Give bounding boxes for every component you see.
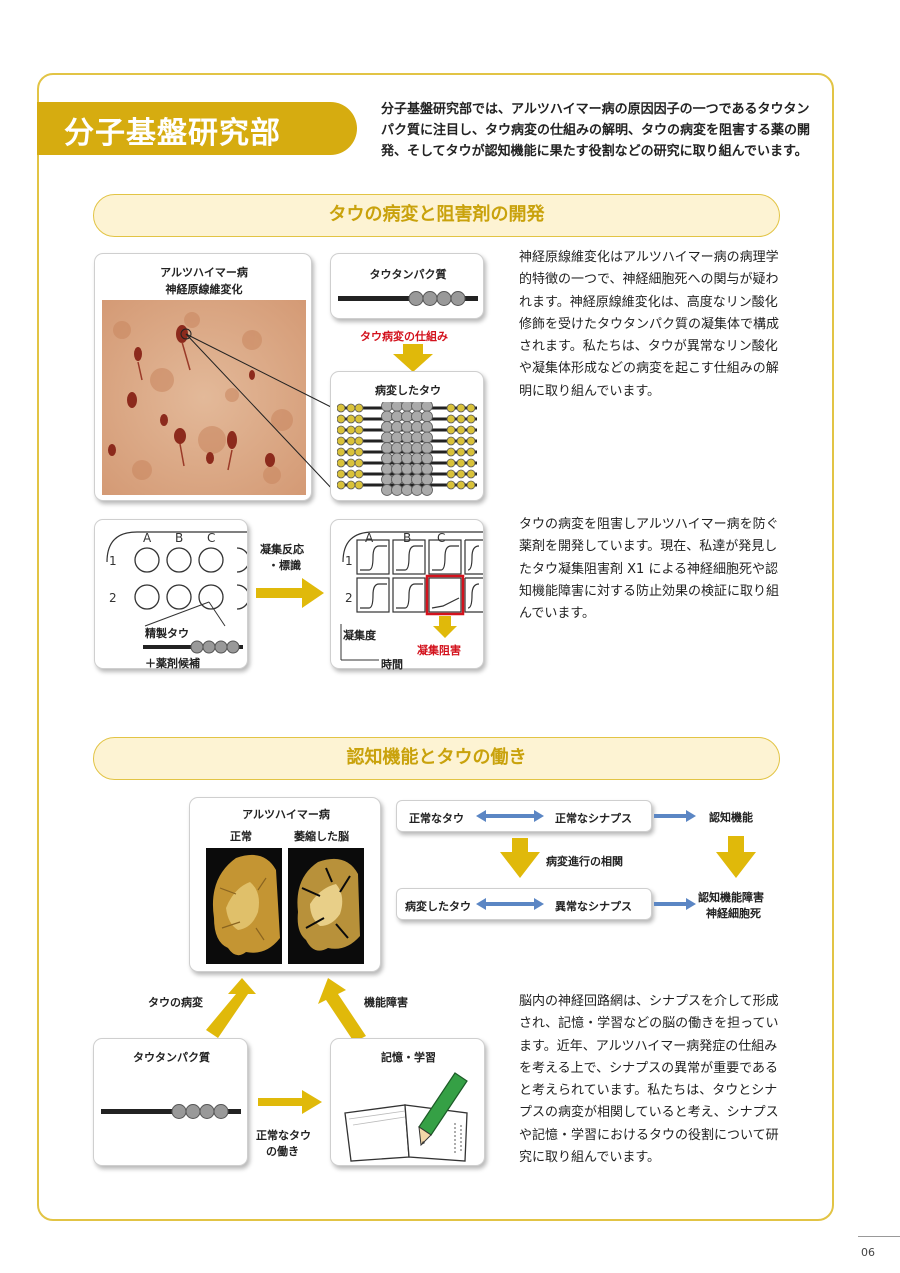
inhibition-label: 凝集阻害 — [417, 644, 461, 657]
purified-tau-label: 精製タウ — [145, 627, 189, 640]
nft-title-line2: 神経原線維変化 — [165, 283, 243, 296]
department-banner — [37, 102, 357, 155]
diseased-tau-label: 病変したタウ — [405, 900, 471, 913]
nft-title-line1: アルツハイマー病 — [160, 266, 248, 279]
memory-card: 記憶・学習 — [330, 1038, 485, 1166]
nft-micrograph — [102, 300, 306, 495]
diseased-tau-card: 病変したタウ — [330, 371, 484, 501]
brain-card: アルツハイマー病 正常 萎縮した脳 — [189, 797, 381, 972]
tau-protein-card: タウタンパク質 — [330, 253, 484, 319]
plate-col-c: C — [207, 531, 215, 545]
section2-para: 脳内の神経回路網は、シナプスを介して形成され、記憶・学習などの脳の働きを担ってい… — [519, 994, 779, 1166]
result-row-2: 2 — [345, 591, 353, 605]
normal-function-line1: 正常なタウ — [256, 1129, 311, 1142]
plate-col-b: B — [175, 531, 183, 545]
department-title: 分子基盤研究部 — [64, 116, 281, 151]
x-axis-label: 時間 — [381, 658, 403, 671]
right-arrow-icon — [256, 578, 324, 608]
normal-function-line2: の働き — [266, 1145, 299, 1158]
double-arrow-icon — [476, 810, 696, 910]
normal-tau-label: 正常なタウ — [409, 812, 464, 825]
aggregation-results-diagram: A B C 1 2 — [340, 531, 483, 661]
page-number: 06 — [861, 1246, 875, 1259]
book-pencil-icon — [344, 1072, 468, 1162]
tau-aggregate-diagram — [337, 402, 477, 496]
section1-heading: タウの病変と阻害剤の開発 — [93, 194, 780, 237]
diseased-tau-title: 病変したタウ — [375, 384, 441, 397]
plate-row-1: 1 — [109, 554, 117, 568]
plate-col-a: A — [143, 531, 152, 545]
plate-row-2: 2 — [109, 591, 117, 605]
page-number-rule — [858, 1236, 900, 1237]
result-col-c: C — [437, 531, 445, 545]
department-intro: 分子基盤研究部では、アルツハイマー病の原因因子の一つであるタウタンパク質に注目し… — [381, 102, 811, 159]
result-col-b: B — [403, 531, 411, 545]
brain-card-title: アルツハイマー病 — [242, 808, 330, 821]
tau-protein-card-2: タウタンパク質 — [93, 1038, 248, 1166]
reaction-label-line2: ・標識 — [268, 559, 301, 572]
tau-protein-title-2: タウタンパク質 — [133, 1051, 210, 1064]
tau-protein-title: タウタンパク質 — [369, 268, 447, 281]
well-plate-diagram: A B C 1 2 — [106, 531, 247, 654]
impairment-label-line1: 認知機能障害 — [698, 891, 764, 904]
down-arrow-icon — [393, 344, 433, 372]
reaction-label-line1: 凝集反応 — [260, 543, 304, 556]
dysfunction-label: 機能障害 — [364, 996, 408, 1009]
tau-protein-diagram-2 — [101, 1104, 241, 1119]
result-row-1: 1 — [345, 554, 353, 568]
normal-synapse-label: 正常なシナプス — [555, 812, 632, 825]
normal-brain-label: 正常 — [230, 830, 252, 843]
cognitive-function-label: 認知機能 — [709, 811, 753, 824]
result-col-a: A — [365, 531, 374, 545]
brain-sections-image — [206, 848, 364, 964]
drug-candidate-label: ＋薬剤候補 — [145, 657, 200, 670]
impairment-label-line2: 神経細胞死 — [706, 907, 761, 920]
section2-heading: 認知機能とタウの働き — [93, 737, 780, 780]
section1-para2: タウの病変を阻害しアルツハイマー病を防ぐ薬剤を開発しています。現在、私達が発見し… — [519, 517, 780, 622]
atrophied-brain-label: 萎縮した脳 — [294, 830, 349, 843]
memory-card-title: 記憶・学習 — [381, 1051, 436, 1064]
tau-protein-diagram — [338, 291, 478, 306]
y-axis-label: 凝集度 — [343, 629, 376, 642]
mechanism-label: タウ病変の仕組み — [360, 330, 448, 343]
abnormal-synapse-label: 異常なシナプス — [555, 900, 632, 913]
tau-pathology-label: タウの病変 — [148, 996, 203, 1009]
result-card: A B C 1 2 凝集度 時間 凝集阻害 — [330, 519, 484, 671]
plate-card: A B C 1 2 精製タウ ＋薬剤候補 — [94, 519, 248, 670]
correlation-label: 病変進行の相関 — [546, 855, 623, 868]
content-frame — [37, 73, 834, 1221]
section1-para1: 神経原線維変化はアルツハイマー病の病理学的特徴の一つで、神経細胞死への関与が疑わ… — [519, 250, 780, 399]
nft-card: アルツハイマー病 神経原線維変化 — [94, 253, 312, 501]
